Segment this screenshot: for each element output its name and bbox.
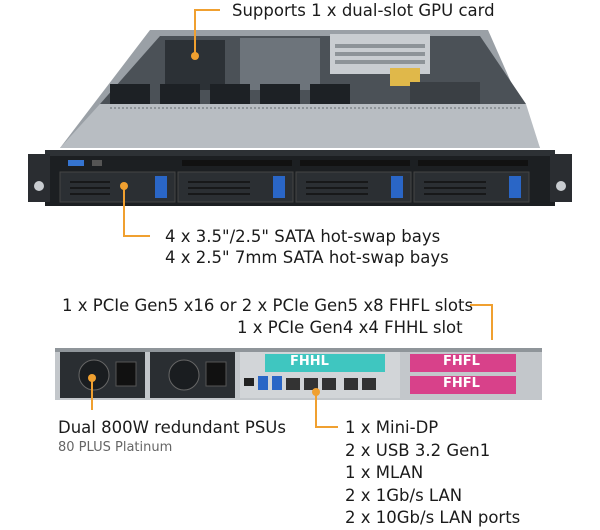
io-item-mini-dp: 1 x Mini-DP [345,418,439,437]
pcie-callout-line1: 1 x PCIe Gen5 x16 or 2 x PCIe Gen5 x8 FH… [62,296,474,315]
gpu-callout: Supports 1 x dual-slot GPU card [232,1,495,20]
drive-bays [59,160,530,203]
io-item-usb: 2 x USB 3.2 Gen1 [345,440,491,460]
fhfl-slot-bottom [410,376,516,394]
pcie-callout-line2: 1 x PCIe Gen4 x4 FHHL slot [237,318,463,337]
io-item-1g-lan: 2 x 1Gb/s LAN [345,485,463,505]
psu-callout-line2: 80 PLUS Platinum [58,440,173,455]
io-list: 1 x Mini-DP 2 x USB 3.2 Gen1 1 x MLAN 2 … [345,417,520,530]
bays-callout-line1: 4 x 3.5"/2.5" SATA hot-swap bays [165,227,441,246]
fhhl-slot [265,354,385,372]
bays-callout-line2: 4 x 2.5" 7mm SATA hot-swap bays [165,248,449,267]
fhhl-slot-label: FHHL [290,354,329,369]
fhfl-slot-top [410,354,516,372]
fhfl-slot-top-label: FHFL [443,354,480,369]
io-item-10g-lan: 2 x 10Gb/s LAN ports [345,508,521,527]
fhfl-slot-bottom-label: FHFL [443,376,480,391]
psu-callout-line1: Dual 800W redundant PSUs [58,418,286,437]
io-item-mlan: 1 x MLAN [345,463,424,482]
